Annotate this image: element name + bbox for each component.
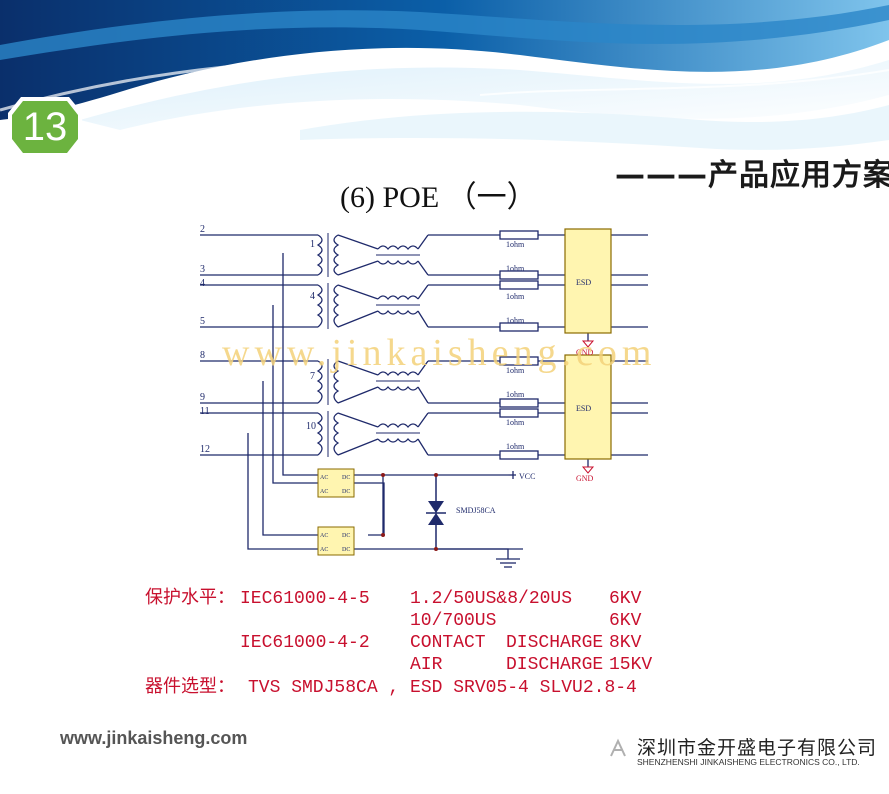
poe-protection-schematic: 2 3 4 5 8 9 11 12 1 4 7 10 1ohm 1ohm 1oh… <box>178 213 700 575</box>
company-logo-icon <box>610 738 626 757</box>
spec-contact-level: 8KV <box>609 633 642 653</box>
spec-air-discharge: DISCHARGE <box>506 655 604 675</box>
bridge-ac-label: AC <box>320 489 328 495</box>
spec-std1-wave1: 1.2/50US&8/20US <box>410 589 573 609</box>
pin-label-2: 2 <box>200 224 205 235</box>
spec-selection-label: 器件选型： <box>145 678 235 698</box>
company-name-en: SHENZHENSHI JINKAISHENG ELECTRONICS CO.,… <box>637 757 860 767</box>
pin-label-3: 3 <box>200 264 205 275</box>
spec-protection-label: 保护水平： <box>145 589 235 609</box>
pin-label-12: 12 <box>200 444 210 455</box>
pin-label-9: 9 <box>200 392 205 403</box>
resistor-label: 1ohm <box>506 442 525 451</box>
coil-label-7: 7 <box>310 371 315 382</box>
bridge-dc-label: DC <box>342 547 350 553</box>
bridge-ac-label: AC <box>320 547 328 553</box>
spec-air-level: 15KV <box>609 655 653 675</box>
spec-std1: IEC61000-4-5 <box>240 589 370 609</box>
pin-label-4: 4 <box>200 278 205 289</box>
tvs-label: SMDJ58CA <box>456 506 496 515</box>
section-title: ———产品应用方案 <box>615 158 889 193</box>
spec-air-mode: AIR <box>410 655 443 675</box>
pin-label-11: 11 <box>200 406 210 417</box>
spec-std1-level1: 6KV <box>609 589 642 609</box>
coil-label-4: 4 <box>310 291 315 302</box>
vcc-label: VCC <box>519 472 535 481</box>
resistor-label: 1ohm <box>506 366 525 375</box>
bridge-dc-label: DC <box>342 475 350 481</box>
spec-contact-discharge: DISCHARGE <box>506 633 604 653</box>
gnd-label-bottom: GND <box>576 474 594 483</box>
spec-std1-level2: 6KV <box>609 611 642 631</box>
header-wave-decoration <box>0 0 889 150</box>
bridge-dc-label: DC <box>342 489 350 495</box>
page-number-badge <box>8 97 82 157</box>
coil-label-10: 10 <box>306 421 316 432</box>
resistor-label: 1ohm <box>506 390 525 399</box>
slide-title: (6) POE （一） <box>340 181 537 214</box>
resistor-label: 1ohm <box>506 240 525 249</box>
bridge-dc-label: DC <box>342 533 350 539</box>
bridge-rectifier-2 <box>317 526 355 556</box>
spec-selection-value: TVS SMDJ58CA , ESD SRV05-4 SLVU2.8-4 <box>248 678 637 698</box>
esd-device-bottom <box>564 354 612 460</box>
esd-device-top <box>564 228 612 334</box>
resistor-label: 1ohm <box>506 316 525 325</box>
esd-label-bottom: ESD <box>576 404 591 413</box>
resistor-label: 1ohm <box>506 418 525 427</box>
spec-std1-wave2: 10/700US <box>410 611 497 631</box>
resistor-label: 1ohm <box>506 264 525 273</box>
bridge-rectifier-1 <box>317 468 355 498</box>
spec-std2: IEC61000-4-2 <box>240 633 370 653</box>
bridge-ac-label: AC <box>320 475 328 481</box>
page-number: 13 <box>22 104 68 149</box>
footer-url: www.jinkaisheng.com <box>60 728 248 748</box>
watermark: www.jinkaisheng.com <box>222 332 657 374</box>
company-name-cn: 深圳市金开盛电子有限公司 <box>637 737 878 759</box>
spec-contact-mode: CONTACT <box>410 633 486 653</box>
esd-label-top: ESD <box>576 278 591 287</box>
resistor-label: 1ohm <box>506 292 525 301</box>
pin-label-8: 8 <box>200 350 205 361</box>
bridge-ac-label: AC <box>320 533 328 539</box>
gnd-label-top: GND <box>576 348 594 357</box>
pin-label-5: 5 <box>200 316 205 327</box>
coil-label-1: 1 <box>310 239 315 250</box>
